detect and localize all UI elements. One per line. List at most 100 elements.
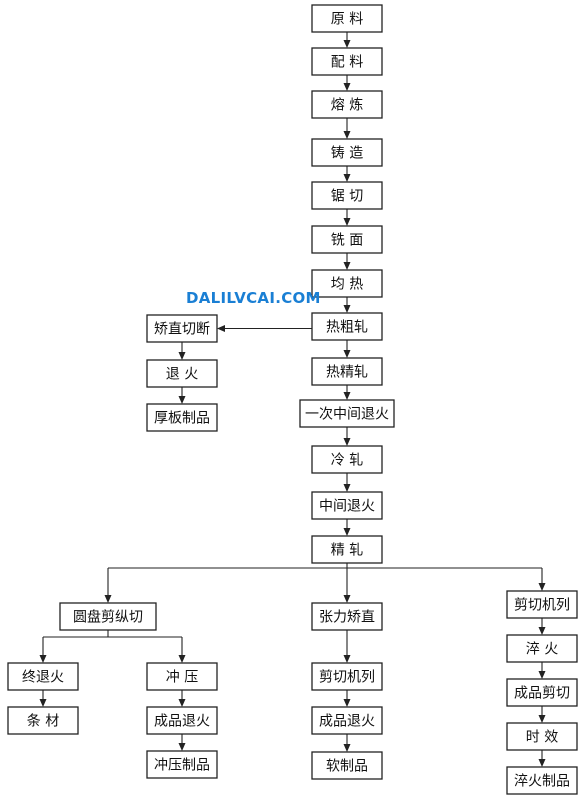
process-box-frame [311, 138, 383, 167]
process-box-label: 熔 炼 [331, 98, 363, 114]
process-box-finish-rolling: 精 轧 [311, 535, 383, 564]
arrowhead [178, 699, 186, 707]
process-box-frame [311, 445, 383, 474]
process-box-label: 冲压制品 [154, 758, 210, 774]
process-box-frame [146, 403, 218, 432]
process-box-frame [311, 662, 383, 691]
arrowhead [343, 174, 351, 182]
process-box-label: 冲 压 [166, 670, 198, 686]
process-box-label: 软制品 [326, 759, 368, 775]
process-box-label: 厚板制品 [154, 411, 210, 427]
arrowhead [343, 131, 351, 139]
process-box-label: 中间退火 [319, 499, 375, 515]
process-box-raw-material: 原 料 [311, 4, 383, 33]
arrowhead [538, 671, 546, 679]
process-box-frame [311, 491, 383, 520]
process-box-label: 配 料 [331, 55, 363, 71]
arrowhead [343, 392, 351, 400]
process-box-label: 成品退火 [154, 714, 210, 730]
process-box-aging: 时 效 [506, 722, 578, 751]
process-box-frame [311, 312, 383, 341]
process-box-label: 终退火 [22, 670, 64, 686]
process-box-label: 精 轧 [331, 543, 363, 559]
arrowhead [178, 743, 186, 751]
arrowhead [178, 655, 186, 663]
process-box-frame [506, 722, 578, 751]
process-box-shear-line-mid: 剪切机列 [311, 662, 383, 691]
watermark-text: DALILVCAI.COM [186, 289, 321, 307]
process-box-frame [506, 678, 578, 707]
process-box-frame [146, 359, 218, 388]
process-box-frame [506, 766, 578, 795]
arrowhead [538, 715, 546, 723]
process-box-annealing-left: 退 火 [146, 359, 218, 388]
process-box-label: 条 材 [27, 713, 59, 730]
process-box-straighten-cut: 矫直切断 [146, 314, 218, 343]
process-box-frame [311, 225, 383, 254]
process-box-finished-anneal-mid: 成品退火 [311, 706, 383, 735]
process-box-frame [146, 750, 218, 779]
process-box-label: 热精轧 [326, 365, 368, 381]
process-box-frame [299, 399, 395, 428]
process-box-label: 铸 造 [331, 146, 363, 162]
process-box-frame [146, 706, 218, 735]
arrowhead [343, 595, 351, 603]
process-box-frame [311, 181, 383, 210]
arrowhead [104, 595, 112, 603]
process-box-finished-shearing: 成品剪切 [506, 678, 578, 707]
process-box-quenched-product: 淬火制品 [506, 766, 578, 795]
process-box-hot-rough-rolling: 热粗轧 [311, 312, 383, 341]
process-box-label: 原 料 [331, 12, 363, 28]
arrowhead [538, 583, 546, 591]
process-box-strip: 条 材 [7, 706, 79, 735]
process-box-frame [311, 751, 383, 780]
process-box-label: 热粗轧 [326, 320, 368, 336]
arrowhead [178, 396, 186, 404]
process-box-casting: 铸 造 [311, 138, 383, 167]
process-box-intermediate-anneal: 中间退火 [311, 491, 383, 520]
process-box-label: 冷 轧 [331, 453, 363, 469]
process-box-label: 成品退火 [319, 714, 375, 730]
process-box-label: 时 效 [526, 730, 558, 746]
process-box-stamped-product: 冲压制品 [146, 750, 218, 779]
process-box-cold-rolling: 冷 轧 [311, 445, 383, 474]
arrowhead [343, 40, 351, 48]
process-box-frame [311, 47, 383, 76]
process-box-frame [311, 269, 383, 298]
process-box-label: 淬 火 [526, 642, 558, 658]
process-box-first-intermediate-anneal: 一次中间退火 [299, 399, 395, 428]
process-box-label: 淬火制品 [514, 774, 570, 790]
process-box-label: 剪切机列 [514, 598, 570, 614]
process-box-label: 均 热 [331, 277, 363, 293]
process-box-label: 张力矫直 [319, 609, 375, 626]
process-box-label: 铣 面 [331, 233, 363, 249]
process-box-frame [506, 634, 578, 663]
process-box-frame [7, 662, 79, 691]
process-box-shear-line-right: 剪切机列 [506, 590, 578, 619]
process-box-smelting: 熔 炼 [311, 90, 383, 119]
arrowhead [343, 744, 351, 752]
process-box-frame [146, 314, 218, 343]
process-box-label: 锯 切 [331, 189, 363, 205]
process-box-disc-slitting: 圆盘剪纵切 [59, 602, 157, 631]
arrowhead [343, 262, 351, 270]
process-box-final-anneal: 终退火 [7, 662, 79, 691]
process-box-label: 矫直切断 [154, 321, 210, 338]
process-box-frame [146, 662, 218, 691]
process-box-stamping: 冲 压 [146, 662, 218, 691]
arrowhead [343, 655, 351, 663]
process-box-label: 一次中间退火 [305, 407, 389, 423]
process-box-tension-straighten: 张力矫直 [311, 602, 383, 631]
process-box-frame [311, 535, 383, 564]
process-box-soft-product: 软制品 [311, 751, 383, 780]
arrowhead [538, 759, 546, 767]
process-box-frame [311, 90, 383, 119]
process-box-thick-plate: 厚板制品 [146, 403, 218, 432]
arrowhead [343, 350, 351, 358]
process-box-frame [311, 706, 383, 735]
process-box-finished-anneal-left: 成品退火 [146, 706, 218, 735]
process-box-label: 成品剪切 [514, 686, 570, 702]
process-box-label: 退 火 [166, 367, 198, 383]
